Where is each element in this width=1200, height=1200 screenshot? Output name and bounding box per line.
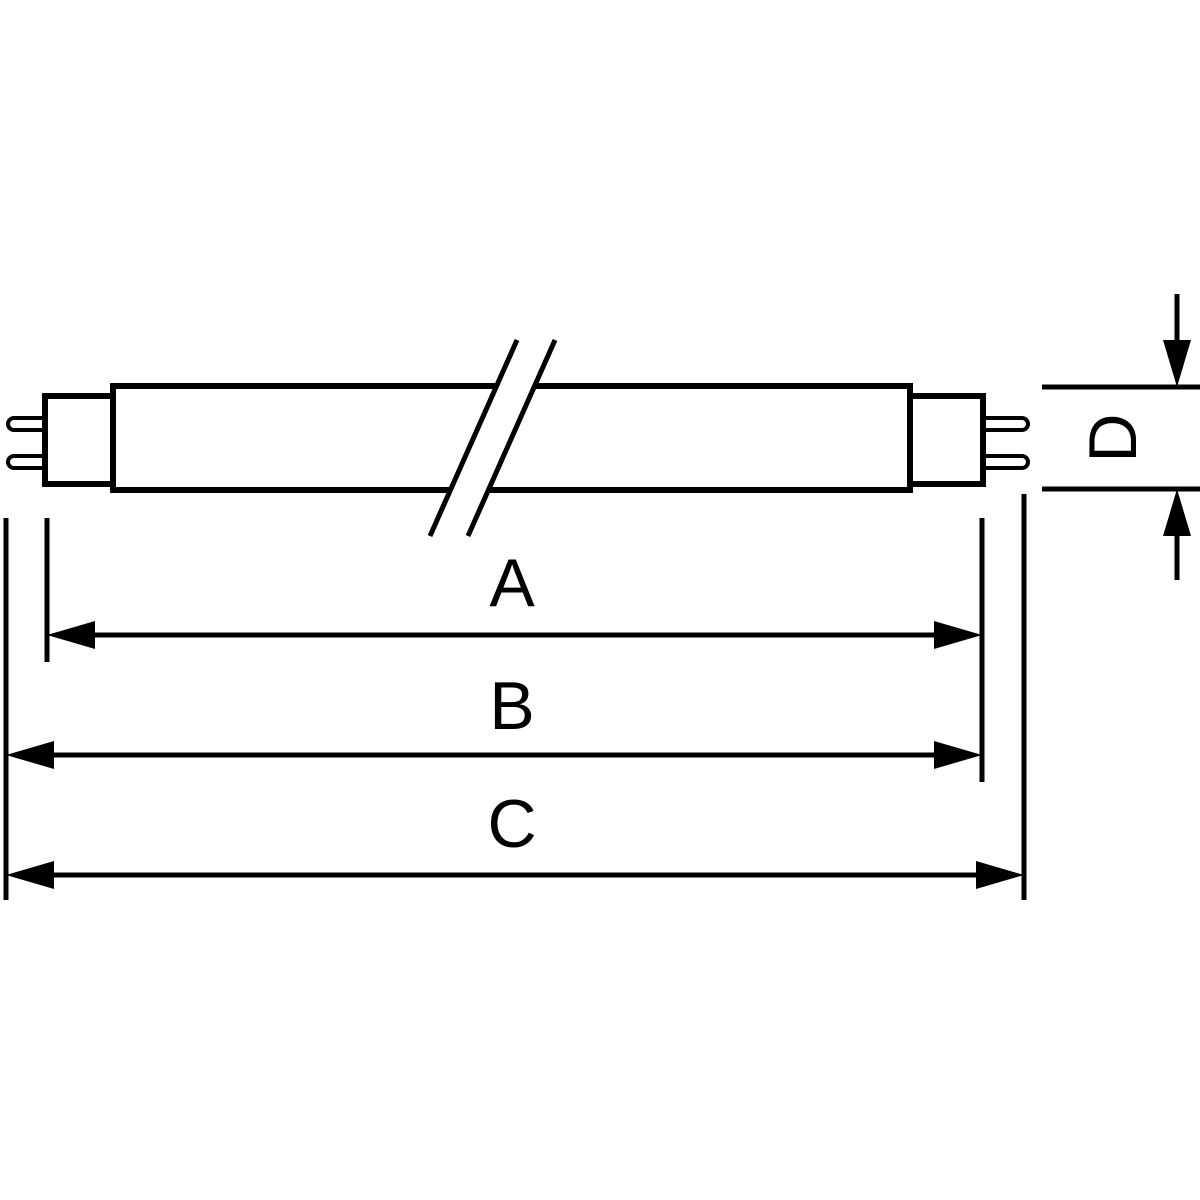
right-end-cap [907,393,986,487]
dimension-a: A [47,545,982,649]
break-mark-icon [427,338,558,538]
dim-b-arrowhead-right-icon [934,741,982,769]
break-slash-right [465,338,558,538]
dim-a-arrowhead-left-icon [47,621,95,649]
dim-c-arrowhead-right-icon [976,861,1024,889]
break-slash-left [427,338,520,538]
dimension-b-label: B [489,668,534,744]
dimension-b: B [6,668,982,769]
dim-c-arrowhead-left-icon [6,861,54,889]
right-pin-top-icon [978,416,1030,432]
dimension-c: C [6,786,1024,889]
left-end-cap [42,393,116,487]
dimension-d-label: D [1075,413,1151,462]
right-pin-bottom-icon [978,454,1030,470]
dim-d-arrowhead-down-icon [1163,340,1191,387]
break-gap [430,340,555,536]
dim-a-arrowhead-right-icon [934,621,982,649]
dim-d-arrowhead-up-icon [1163,489,1191,536]
dimension-d: D [1042,294,1200,580]
fluorescent-tube-figure [6,338,1030,538]
dimension-a-label: A [489,545,535,621]
dimension-c-label: C [487,786,536,862]
dim-b-arrowhead-left-icon [6,741,54,769]
